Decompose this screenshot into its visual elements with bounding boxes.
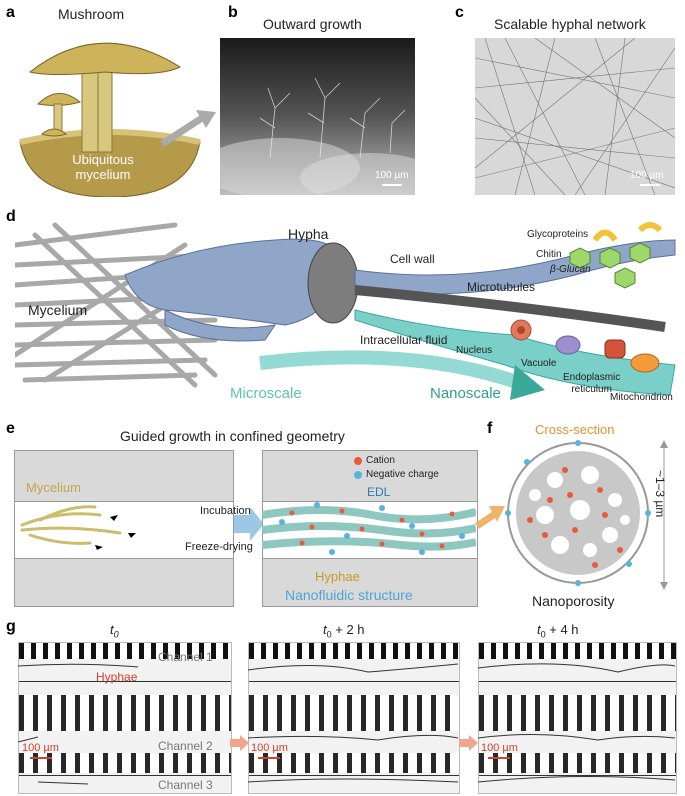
label-intracellular-fluid: Intracellular fluid xyxy=(360,333,448,347)
panel-g-label: g xyxy=(6,618,16,635)
g-scale-text-1: 100 µm xyxy=(22,742,59,754)
g-scale-text-2: 100 µm xyxy=(251,742,288,754)
legend-cation: Cation xyxy=(366,455,395,466)
mycelium-label: Ubiquitous mycelium xyxy=(72,152,134,182)
label-nanofluidic: Nanofluidic structure xyxy=(285,587,413,603)
label-hyphae-e: Hyphae xyxy=(315,569,360,584)
arrow-a-to-b xyxy=(160,110,216,147)
hyphae-traces xyxy=(18,663,675,785)
g-scalebar-2 xyxy=(258,757,280,759)
label-glucan: β-Glucan xyxy=(550,264,591,275)
g-scale-text-3: 100 µm xyxy=(481,742,518,754)
mushroom-illustration xyxy=(19,42,201,197)
panel-b-title: Outward growth xyxy=(263,16,362,32)
label-channel-1: Channel 1 xyxy=(158,650,213,664)
hypha-structure-illustration xyxy=(15,222,676,400)
g-panel-t0 xyxy=(18,642,232,794)
label-nucleus: Nucleus xyxy=(456,345,493,356)
label-t2: t0 + 2 h xyxy=(323,622,365,640)
label-vacuole: Vacuole xyxy=(521,358,557,369)
label-t0: t0 xyxy=(110,622,119,640)
mycelium-strands xyxy=(20,505,136,550)
panel-a-label: a xyxy=(6,4,15,21)
panel-e-title: Guided growth in confined geometry xyxy=(120,428,345,444)
g-panel-t4 xyxy=(478,642,677,794)
legend-e xyxy=(354,457,362,479)
panel-b-scalebar xyxy=(382,184,402,186)
label-nanoscale: Nanoscale xyxy=(430,385,501,402)
label-hyphae-g: Hyphae xyxy=(96,670,138,684)
panel-c-scale-text: 100 µm xyxy=(630,170,664,181)
g-scalebar-1 xyxy=(30,757,52,759)
label-microtubules: Microtubules xyxy=(467,280,536,294)
process-arrow xyxy=(234,507,264,541)
hyphal-network-image xyxy=(475,38,675,195)
label-hypha: Hypha xyxy=(288,226,329,242)
panel-b-label: b xyxy=(228,4,238,21)
label-microscale: Microscale xyxy=(230,385,302,402)
hyphae-channels xyxy=(262,502,476,555)
label-size: ~1–3 µm xyxy=(653,470,667,518)
label-mitochondrion: Mitochondrion xyxy=(610,392,673,403)
size-arrow xyxy=(660,440,668,590)
label-channel-2: Channel 2 xyxy=(158,739,213,753)
panel-e-label: e xyxy=(6,420,15,437)
label-incubation: Incubation xyxy=(200,505,251,517)
label-mycelium-d: Mycelium xyxy=(28,302,88,318)
label-channel-3: Channel 3 xyxy=(158,778,213,792)
arrow-g-1 xyxy=(230,735,249,751)
outward-growth-image xyxy=(220,38,415,195)
label-t4: t0 + 4 h xyxy=(537,622,579,640)
panel-c-title: Scalable hyphal network xyxy=(494,16,646,32)
label-nanoporosity: Nanoporosity xyxy=(532,593,615,609)
arrow-e-to-f xyxy=(475,506,505,529)
panel-b-scale-text: 100 µm xyxy=(375,170,409,181)
panel-c-scalebar xyxy=(640,184,660,186)
panel-f-label: f xyxy=(487,420,493,437)
legend-negative-charge: Negative charge xyxy=(366,469,439,480)
panel-c-label: c xyxy=(455,4,464,21)
label-chitin: Chitin xyxy=(536,249,562,260)
label-cell-wall: Cell wall xyxy=(390,252,435,266)
label-glycoproteins: Glycoproteins xyxy=(527,229,589,240)
label-er: Endoplasmic reticulum xyxy=(563,372,621,395)
cross-section-illustration xyxy=(505,440,651,586)
label-cross-section: Cross-section xyxy=(535,422,615,437)
arrow-g-2 xyxy=(459,735,478,751)
g-scalebar-3 xyxy=(488,757,510,759)
panel-d-label: d xyxy=(6,208,16,225)
label-freeze-drying: Freeze-drying xyxy=(185,541,253,553)
label-edl: EDL xyxy=(367,485,391,499)
label-mycelium-e: Mycelium xyxy=(26,480,81,495)
panel-a-title: Mushroom xyxy=(58,6,125,22)
